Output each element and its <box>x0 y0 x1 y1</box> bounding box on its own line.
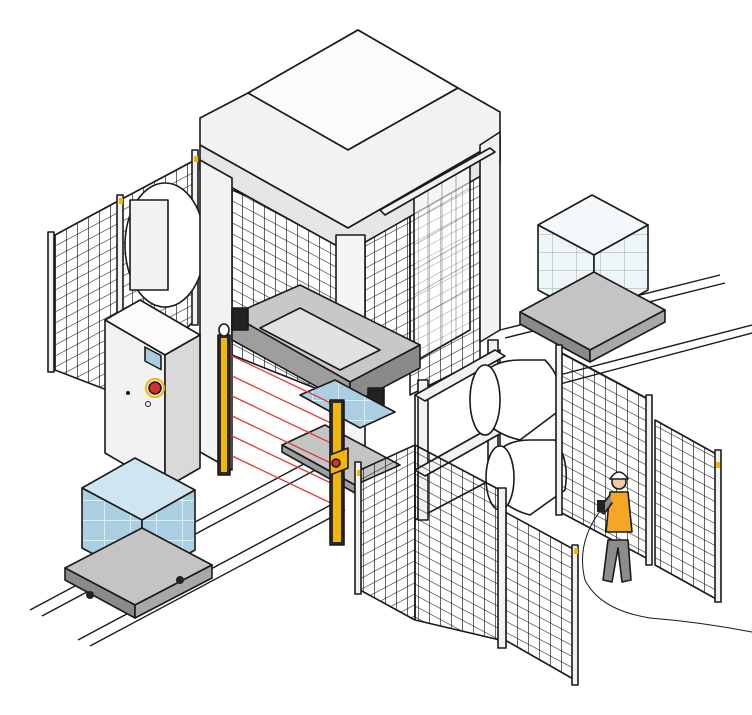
control-cabinet <box>104 299 201 489</box>
reset-button-icon <box>331 458 341 468</box>
light-curtain-beams <box>229 354 336 506</box>
safety-helmet-icon <box>609 471 629 480</box>
light-curtain-emitter <box>217 323 231 476</box>
light-curtain-receiver <box>329 399 349 546</box>
pendant-controller-icon <box>597 500 605 512</box>
safety-gate-right <box>555 344 722 603</box>
pallet-load-back-right <box>519 194 666 363</box>
operator-figure <box>582 471 752 633</box>
safety-fence-front-right <box>354 444 579 686</box>
wrap-carriage <box>231 284 421 411</box>
emergency-stop-icon <box>148 381 162 395</box>
stretch-film-roll-left <box>124 182 206 308</box>
stretch-film-roll-icon <box>469 359 562 441</box>
pallet-load-front-left <box>64 457 213 619</box>
